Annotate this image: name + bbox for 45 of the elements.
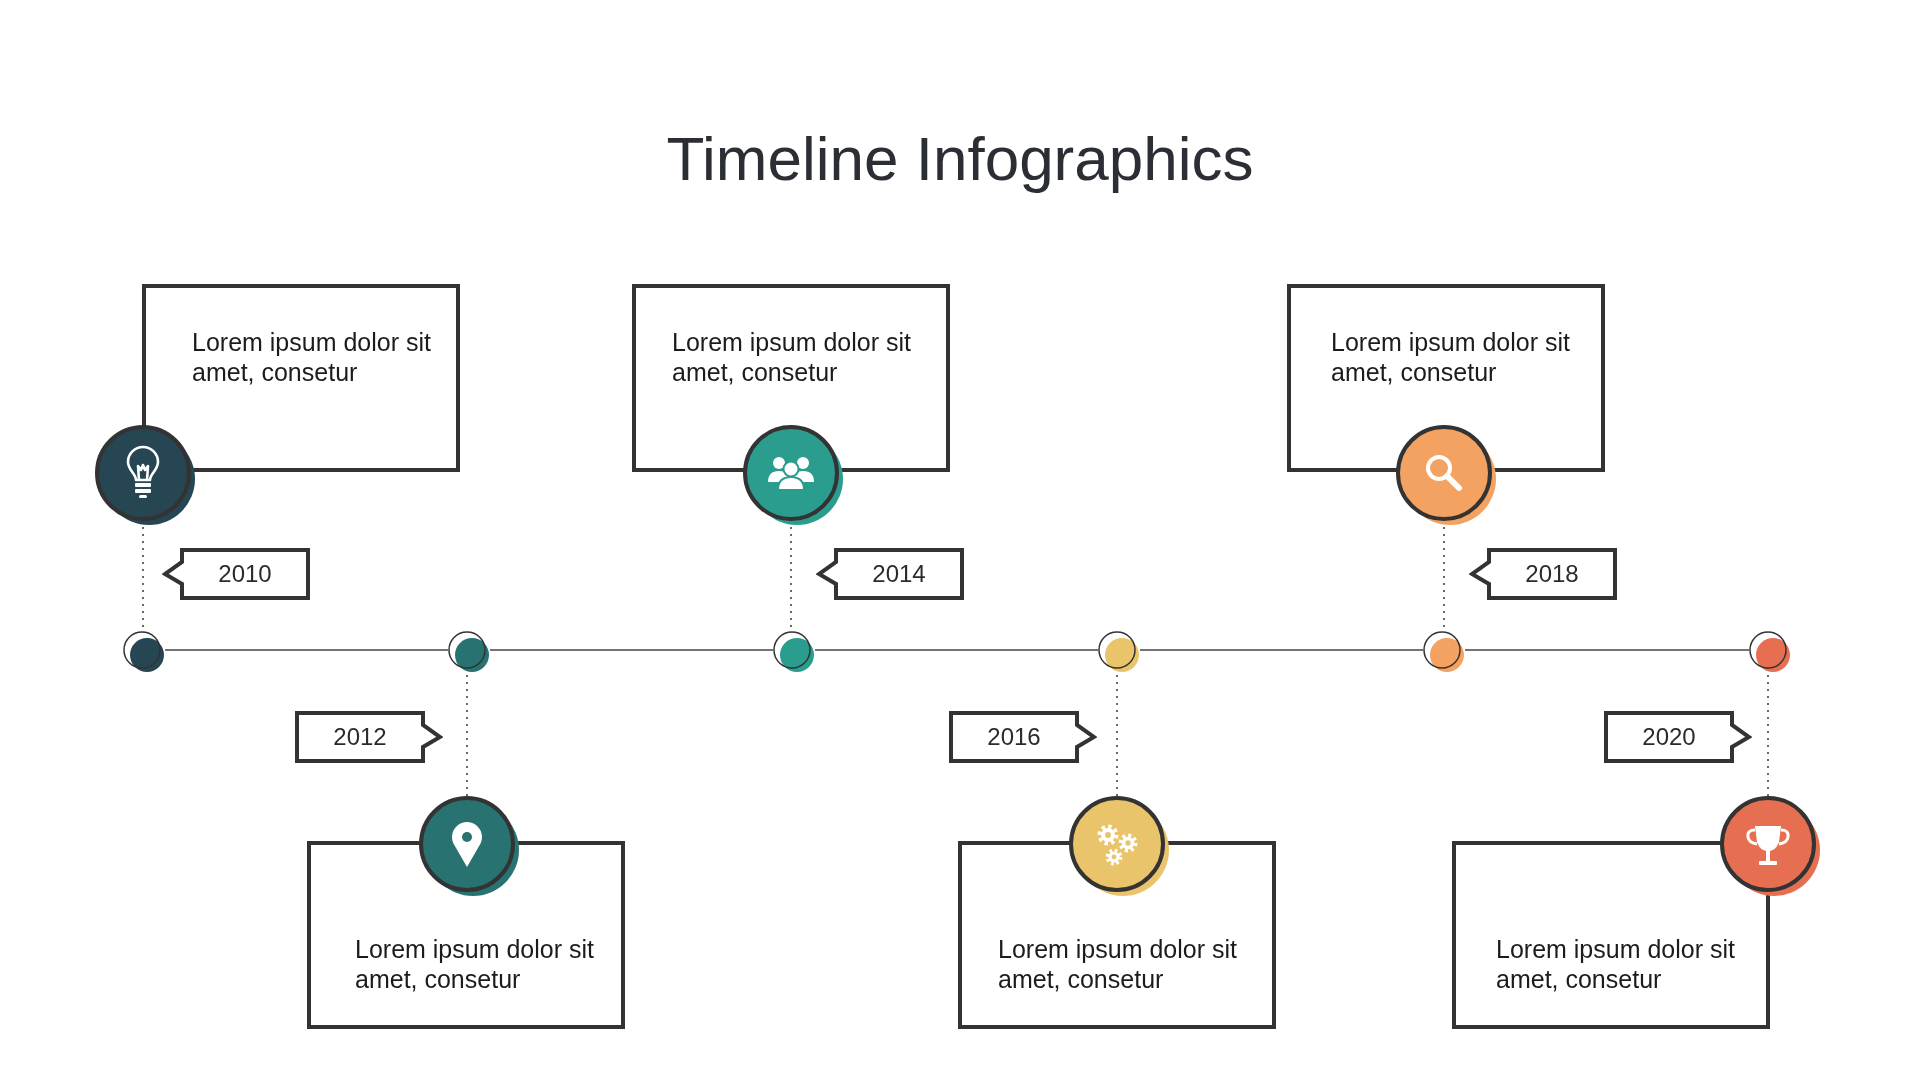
timeline-line <box>814 649 1099 651</box>
body-text: Lorem ipsum dolor sit amet, consetur <box>672 327 912 387</box>
timeline-dot <box>1423 631 1465 673</box>
year-tag <box>162 548 310 600</box>
timeline-line <box>489 649 774 651</box>
magnifier-icon <box>1396 425 1498 527</box>
text-box <box>1287 284 1605 472</box>
trophy-icon <box>1720 796 1822 898</box>
timeline-dot <box>448 631 490 673</box>
year-tag <box>949 711 1097 763</box>
people-icon <box>743 425 845 527</box>
dotted-leader-line <box>466 672 468 797</box>
year-tag <box>295 711 443 763</box>
year-text: 2012 <box>333 723 387 751</box>
text-box <box>958 841 1276 1029</box>
timeline-dot <box>1749 631 1791 673</box>
timeline-dot <box>773 631 815 673</box>
title: Timeline Infographics <box>666 123 1254 195</box>
timeline-line <box>164 649 449 651</box>
text-box <box>142 284 460 472</box>
year-text: 2020 <box>1642 723 1696 751</box>
gears-icon <box>1069 796 1171 898</box>
timeline-dot <box>1098 631 1140 673</box>
timeline-dot <box>123 631 165 673</box>
body-text: Lorem ipsum dolor sit amet, consetur <box>355 934 595 994</box>
text-box <box>1452 841 1770 1029</box>
body-text: Lorem ipsum dolor sit amet, consetur <box>1331 327 1571 387</box>
year-tag <box>816 548 964 600</box>
year-tag <box>1604 711 1752 763</box>
dotted-leader-line <box>1767 672 1769 797</box>
body-text: Lorem ipsum dolor sit amet, consetur <box>1496 934 1736 994</box>
year-text: 2014 <box>872 560 926 588</box>
body-text: Lorem ipsum dolor sit amet, consetur <box>192 327 432 387</box>
year-text: 2018 <box>1525 560 1579 588</box>
location-pin-icon <box>419 796 521 898</box>
lightbulb-icon <box>95 425 197 527</box>
body-text: Lorem ipsum dolor sit amet, consetur <box>998 934 1238 994</box>
year-tag <box>1469 548 1617 600</box>
year-text: 2010 <box>218 560 272 588</box>
text-box <box>307 841 625 1029</box>
text-box <box>632 284 950 472</box>
timeline-line <box>1464 649 1750 651</box>
timeline-line <box>1139 649 1424 651</box>
year-text: 2016 <box>987 723 1041 751</box>
dotted-leader-line <box>1116 672 1118 797</box>
